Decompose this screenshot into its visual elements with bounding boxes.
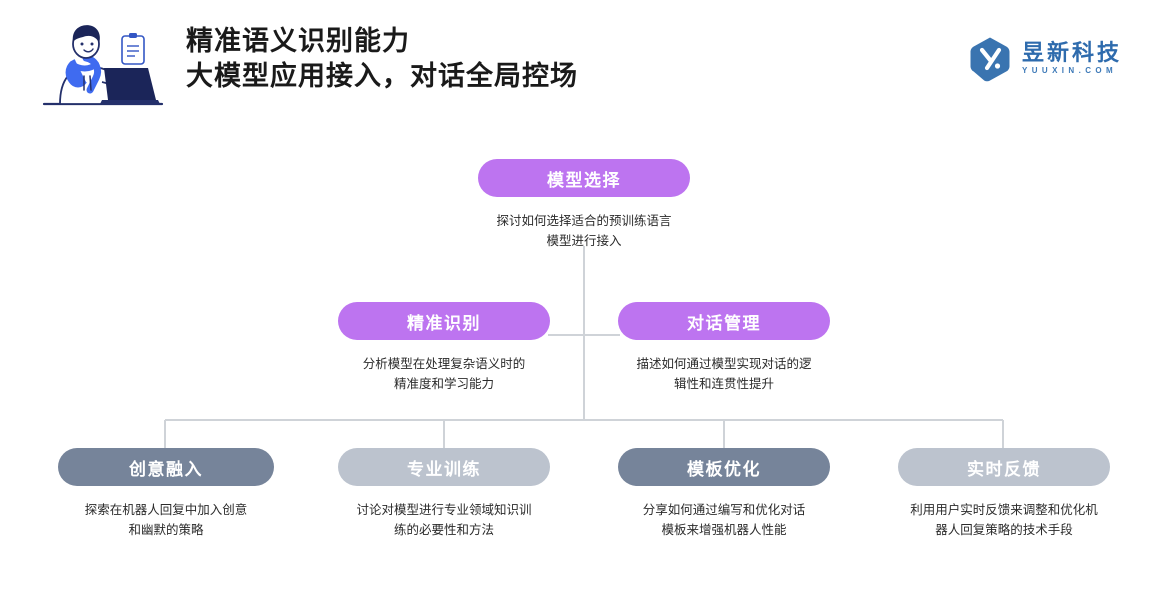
node-label[interactable]: 对话管理 — [618, 302, 830, 340]
node-description-line1: 利用用户实时反馈来调整和优化机 — [910, 503, 1098, 517]
person-at-laptop-illustration — [42, 12, 164, 112]
node-dialog-management[interactable]: 对话管理 描述如何通过模型实现对话的逻 辑性和连贯性提升 — [618, 302, 830, 394]
node-description: 探索在机器人回复中加入创意 和幽默的策略 — [58, 500, 274, 540]
page-title: 精准语义识别能力 大模型应用接入，对话全局控场 — [186, 24, 578, 94]
page-title-line2: 大模型应用接入，对话全局控场 — [186, 61, 578, 91]
node-description: 分享如何通过编写和优化对话 模板来增强机器人性能 — [618, 500, 830, 540]
connector-lines — [163, 246, 1005, 450]
node-creative-integration[interactable]: 创意融入 探索在机器人回复中加入创意 和幽默的策略 — [58, 448, 274, 540]
node-label[interactable]: 专业训练 — [338, 448, 550, 486]
node-description-line2: 器人回复策略的技术手段 — [935, 523, 1073, 537]
brand-domain: YUUXIN.COM — [1021, 66, 1118, 75]
node-description-line1: 分析模型在处理复杂语义时的 — [362, 357, 526, 371]
slide-header: 精准语义识别能力 大模型应用接入，对话全局控场 昱新科技 YUUXIN.COM — [0, 0, 1158, 128]
page-title-line1: 精准语义识别能力 — [186, 26, 410, 56]
node-description-line2: 练的必要性和方法 — [393, 523, 494, 537]
node-description: 讨论对模型进行专业领域知识训 练的必要性和方法 — [338, 500, 550, 540]
brand-name: 昱新科技 — [1021, 40, 1122, 65]
node-description-line1: 描述如何通过模型实现对话的逻 — [636, 357, 812, 371]
node-label[interactable]: 模板优化 — [618, 448, 830, 486]
node-description: 利用用户实时反馈来调整和优化机 器人回复策略的技术手段 — [898, 500, 1110, 540]
node-description-line1: 探讨如何选择适合的预训练语言 — [496, 214, 672, 228]
node-label[interactable]: 实时反馈 — [898, 448, 1110, 486]
node-template-optimization[interactable]: 模板优化 分享如何通过编写和优化对话 模板来增强机器人性能 — [618, 448, 830, 540]
node-description-line2: 模板来增强机器人性能 — [661, 523, 787, 537]
node-description-line2: 精准度和学习能力 — [393, 377, 494, 391]
node-precise-recognition[interactable]: 精准识别 分析模型在处理复杂语义时的 精准度和学习能力 — [338, 302, 550, 394]
node-professional-training[interactable]: 专业训练 讨论对模型进行专业领域知识训 练的必要性和方法 — [338, 448, 550, 540]
node-description: 描述如何通过模型实现对话的逻 辑性和连贯性提升 — [618, 354, 830, 394]
node-model-selection[interactable]: 模型选择 探讨如何选择适合的预训练语言 模型进行接入 — [478, 159, 690, 251]
node-description: 分析模型在处理复杂语义时的 精准度和学习能力 — [338, 354, 550, 394]
node-label[interactable]: 精准识别 — [338, 302, 550, 340]
node-description-line2: 辑性和连贯性提升 — [673, 377, 774, 391]
node-description-line1: 讨论对模型进行专业领域知识训 — [356, 503, 532, 517]
node-description-line1: 分享如何通过编写和优化对话 — [642, 503, 806, 517]
node-realtime-feedback[interactable]: 实时反馈 利用用户实时反馈来调整和优化机 器人回复策略的技术手段 — [898, 448, 1110, 540]
yuuxin-hexagon-logo-icon — [969, 36, 1011, 82]
brand-logo: 昱新科技 YUUXIN.COM — [969, 36, 1122, 82]
concept-tree-diagram: 模型选择 探讨如何选择适合的预训练语言 模型进行接入 精准识别 分析模型在处理复… — [0, 128, 1158, 598]
node-description-line2: 模型进行接入 — [546, 234, 622, 248]
node-description: 探讨如何选择适合的预训练语言 模型进行接入 — [478, 211, 690, 251]
node-description-line2: 和幽默的策略 — [128, 523, 204, 537]
node-label[interactable]: 创意融入 — [58, 448, 274, 486]
brand-text: 昱新科技 YUUXIN.COM — [1022, 41, 1122, 77]
node-label[interactable]: 模型选择 — [478, 159, 690, 197]
node-description-line1: 探索在机器人回复中加入创意 — [84, 503, 248, 517]
